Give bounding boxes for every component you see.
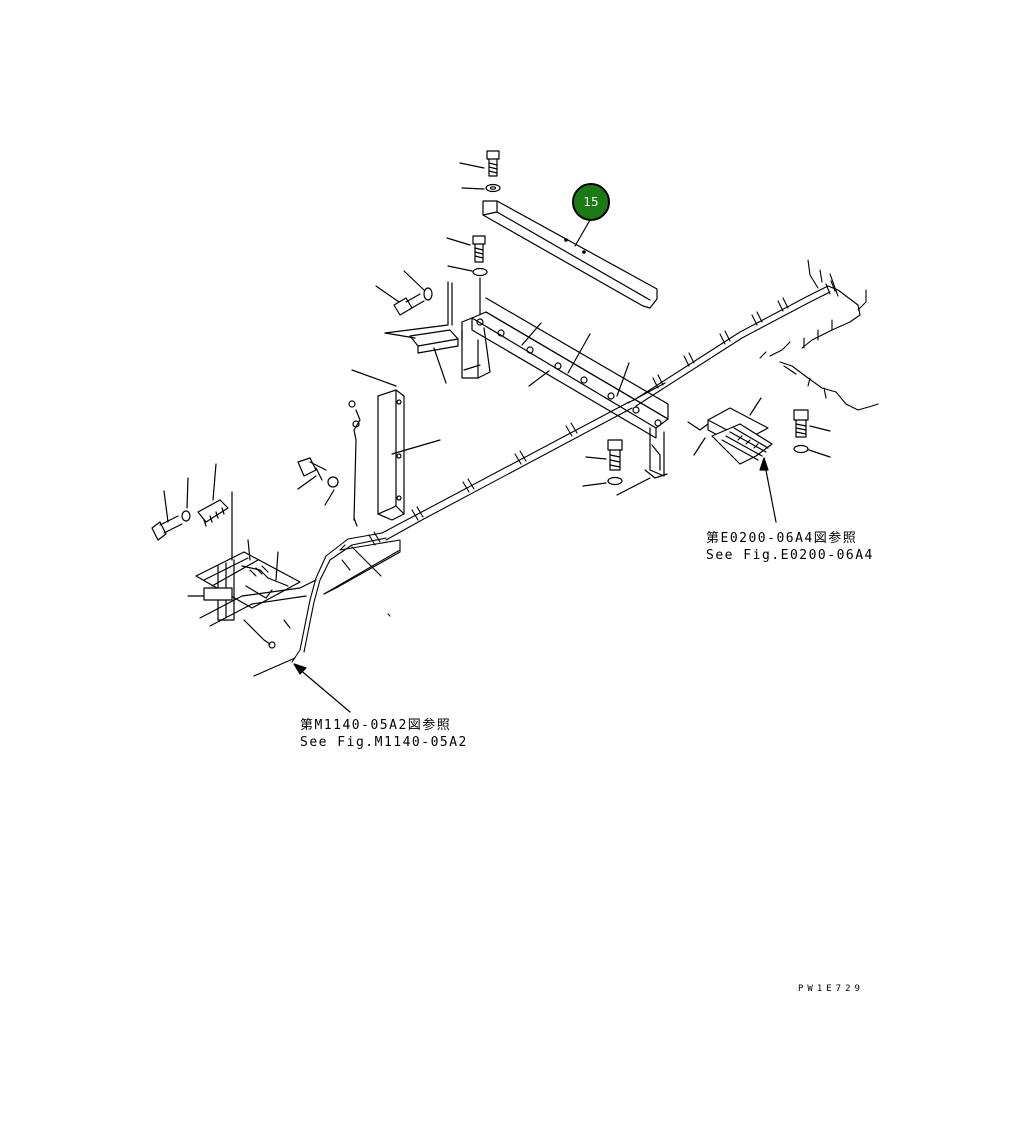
cover-plate bbox=[482, 200, 658, 309]
bracket-left bbox=[384, 281, 459, 384]
bolt-far-left bbox=[151, 463, 229, 541]
bolt-left-mid bbox=[297, 457, 339, 506]
controller-box bbox=[687, 397, 777, 523]
harness-main bbox=[291, 401, 633, 663]
bracket-vertical bbox=[348, 369, 441, 527]
arrow-m1140 bbox=[253, 657, 351, 713]
washer-top bbox=[461, 183, 501, 193]
bolt-top bbox=[459, 150, 500, 177]
bolt-mid bbox=[446, 235, 486, 263]
reference-note-e0200: 第E0200-06A4図参照 See Fig.E0200-06A4 bbox=[706, 530, 874, 564]
reference-text-ja: 第M1140-05A2図参照 bbox=[300, 718, 452, 733]
reference-note-m1140: 第M1140-05A2図参照 See Fig.M1140-05A2 bbox=[300, 717, 468, 751]
washer-mid bbox=[447, 265, 488, 319]
bolt-left-upper bbox=[375, 270, 433, 316]
lower-left-assembly bbox=[187, 491, 317, 649]
reference-text-en: See Fig.E0200-06A4 bbox=[706, 548, 874, 563]
frame bbox=[461, 297, 669, 479]
bolt-right bbox=[793, 409, 831, 458]
part-callout-15[interactable]: 15 bbox=[572, 183, 610, 221]
bolt-lower-center bbox=[582, 439, 651, 496]
reference-text-en: See Fig.M1140-05A2 bbox=[300, 735, 468, 750]
harness-right bbox=[633, 259, 879, 411]
reference-text-ja: 第E0200-06A4図参照 bbox=[706, 531, 858, 546]
drawing-code: PW1E729 bbox=[798, 984, 864, 994]
